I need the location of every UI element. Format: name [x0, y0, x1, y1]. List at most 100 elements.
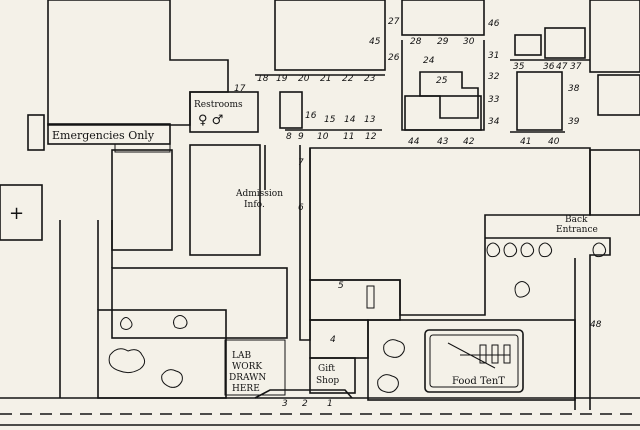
- booth-number: 15: [324, 115, 336, 125]
- booth-number: 6: [298, 203, 304, 213]
- shrub-icon: [377, 374, 399, 393]
- building-main-hall: [309, 147, 591, 316]
- back-entrance-label-1: Back: [565, 215, 588, 225]
- booth-number: 44: [408, 137, 420, 147]
- booth-5-area: [309, 279, 401, 321]
- stair-block: [279, 91, 303, 129]
- gift-label-1: Gift: [318, 364, 335, 374]
- booth-number: 9: [298, 132, 304, 142]
- booth-number: 38: [568, 84, 580, 94]
- booth-number: 12: [365, 132, 377, 142]
- booth-number: 18: [257, 74, 269, 84]
- outlines: [0, 40, 640, 426]
- booth-number: 20: [298, 74, 310, 84]
- lab-label-2: WORK: [232, 362, 262, 372]
- booth-number: 25: [436, 76, 448, 86]
- first-aid-icon: +: [9, 203, 24, 224]
- shrub-icon: [173, 315, 188, 329]
- booth-4-area: [309, 319, 369, 359]
- booth-number: 23: [364, 74, 376, 84]
- booth-number: 28: [410, 37, 422, 47]
- booth-number: 4: [330, 335, 336, 345]
- building-west-mid: [111, 149, 173, 251]
- restrooms-building: [189, 91, 259, 133]
- building-northeast-b: [544, 27, 586, 59]
- building-east-38: [597, 74, 640, 116]
- booth-number: 37: [570, 62, 582, 72]
- booth-number: 7: [298, 158, 304, 168]
- booth-number: 5: [338, 281, 344, 291]
- booth-number: 36: [543, 62, 555, 72]
- shrub-icon: [520, 242, 535, 258]
- booth-number: 24: [423, 56, 435, 66]
- booth-number: 10: [317, 132, 329, 142]
- booth-number: 13: [364, 115, 376, 125]
- food-tent-inner: [429, 334, 519, 388]
- food-tent-tables: [447, 342, 511, 369]
- booth-number: 11: [343, 132, 354, 142]
- booth-number: 32: [488, 72, 500, 82]
- emergencies-label: Emergencies Only: [52, 129, 155, 142]
- booth-number: 33: [488, 95, 500, 105]
- lab-area: [224, 339, 286, 396]
- grid-strip-gate: [114, 143, 171, 153]
- booth-number: 30: [463, 37, 475, 47]
- booth-number: 26: [388, 53, 400, 63]
- booth-number: 48: [590, 320, 602, 330]
- booth-number: 31: [488, 51, 499, 61]
- building-southwest: [111, 267, 288, 339]
- shrub-icon: [503, 242, 518, 258]
- gift-label-2: Shop: [316, 376, 339, 386]
- shrub-icon: [592, 242, 607, 258]
- buildings: [47, 0, 640, 339]
- booth-number: 21: [320, 74, 331, 84]
- booth-number: 2: [302, 399, 308, 409]
- booth-number: 3: [282, 399, 288, 409]
- booth-number: 29: [437, 37, 449, 47]
- front-entrance-steps: [254, 389, 353, 399]
- first-aid-building: [0, 184, 43, 241]
- booth-number: 27: [388, 17, 400, 27]
- building-far-northeast: [589, 0, 640, 73]
- booth-number: 47: [556, 62, 568, 72]
- booth-number: 46: [488, 19, 500, 29]
- booth-number: 1: [327, 399, 333, 409]
- admission-label-1: Admission: [235, 189, 283, 199]
- food-tent-label: Food TenT: [452, 376, 505, 387]
- booth-number: 14: [344, 115, 356, 125]
- booth-number: 35: [513, 62, 525, 72]
- building-east-edge: [589, 149, 640, 216]
- restroom-figures-icon: ♀ ♂: [198, 113, 223, 128]
- booth-number: 8: [286, 132, 292, 142]
- shrub-icon: [486, 242, 501, 258]
- building-north-center: [274, 0, 386, 71]
- shrub-icon: [383, 339, 405, 358]
- emergency-door-grid: [27, 114, 45, 151]
- booth-numbers: 1 2 3 4 5 6 7 8 9 10 11 12 13 14 15 16 1…: [234, 17, 602, 409]
- food-area: [367, 319, 576, 401]
- booth-5-marker: [366, 285, 375, 309]
- booth-number: 22: [342, 74, 354, 84]
- building-booth-35: [516, 71, 563, 131]
- booth-number: 45: [369, 37, 381, 47]
- west-lawn: [97, 309, 227, 399]
- shrubs: [108, 242, 607, 393]
- booth-number: 17: [234, 84, 246, 94]
- emergency-sign-box: [47, 123, 171, 145]
- booth-number: 40: [548, 137, 560, 147]
- admission-label-2: Info.: [244, 200, 265, 210]
- booth-number: 43: [437, 137, 449, 147]
- booth-number: 41: [520, 137, 531, 147]
- lab-label-1: LAB: [232, 351, 251, 361]
- booth-number: 39: [568, 117, 580, 127]
- building-north-block: [401, 0, 485, 36]
- building-northeast-a: [514, 34, 542, 56]
- gift-shop: [309, 357, 356, 394]
- shrub-icon: [538, 242, 553, 258]
- building-admission: [189, 144, 261, 256]
- shrub-icon: [120, 317, 133, 330]
- lab-label-4: HERE: [232, 384, 260, 394]
- building-booth-33: [404, 95, 482, 131]
- food-tent-outline: [424, 329, 524, 393]
